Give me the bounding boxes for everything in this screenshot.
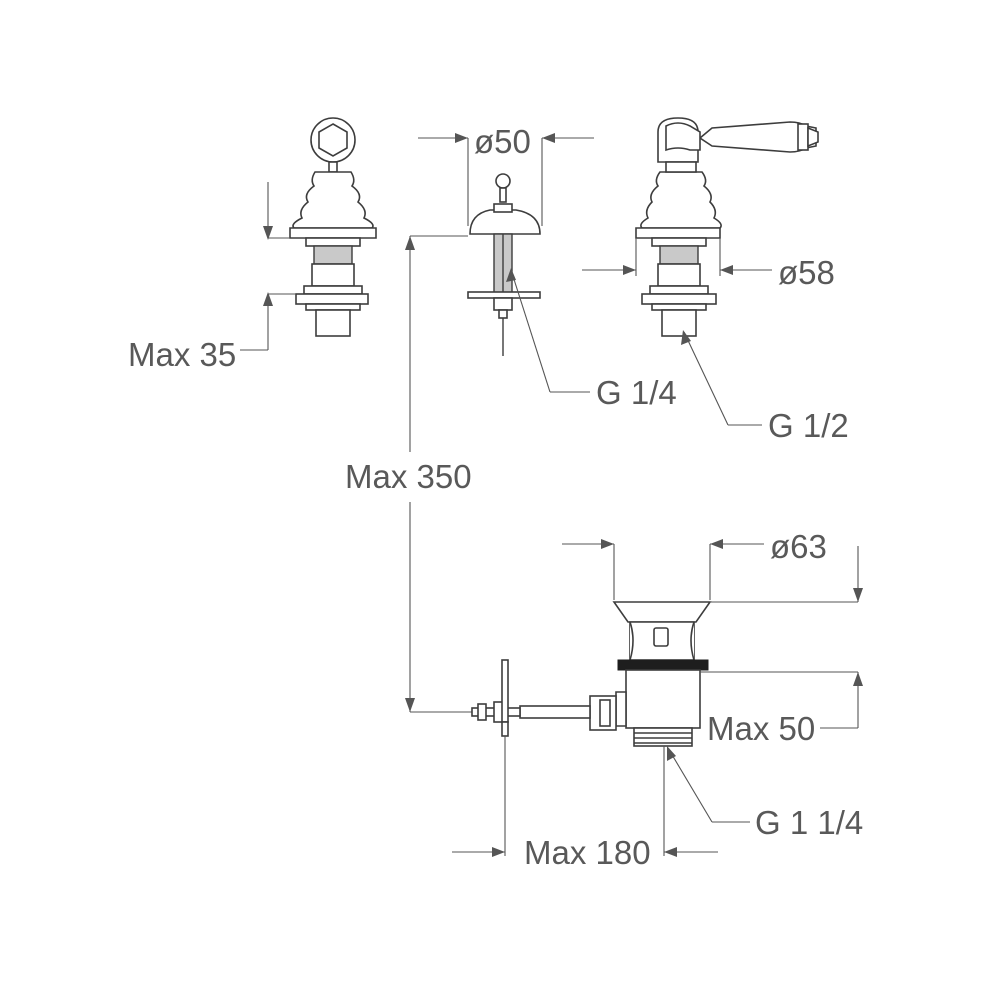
dimension-d58: ø58 (582, 238, 835, 291)
dimension-max180: Max 180 (452, 736, 718, 871)
leader-g114: G 1 1/4 (667, 746, 863, 841)
label-max350: Max 350 (345, 458, 472, 495)
label-g12: G 1/2 (768, 407, 849, 444)
pop-up-waste (471, 601, 712, 747)
label-max35: Max 35 (128, 336, 236, 373)
dimension-max50: Max 50 (700, 546, 863, 747)
dimension-max350: Max 350 (345, 235, 472, 713)
label-g14: G 1/4 (596, 374, 677, 411)
right-valve (635, 117, 819, 337)
center-pop-up-assembly (467, 173, 541, 356)
leader-g14: G 1/4 (506, 268, 677, 411)
leader-g12: G 1/2 (681, 330, 849, 444)
label-g114: G 1 1/4 (755, 804, 863, 841)
dimension-d50: ø50 (418, 123, 594, 226)
dimension-max35: Max 35 (128, 182, 296, 373)
label-d50: ø50 (474, 123, 531, 160)
left-valve (289, 117, 377, 337)
label-max180: Max 180 (524, 834, 651, 871)
label-d58: ø58 (778, 254, 835, 291)
label-max50: Max 50 (707, 710, 815, 747)
dimension-d63: ø63 (562, 528, 827, 600)
label-d63: ø63 (770, 528, 827, 565)
